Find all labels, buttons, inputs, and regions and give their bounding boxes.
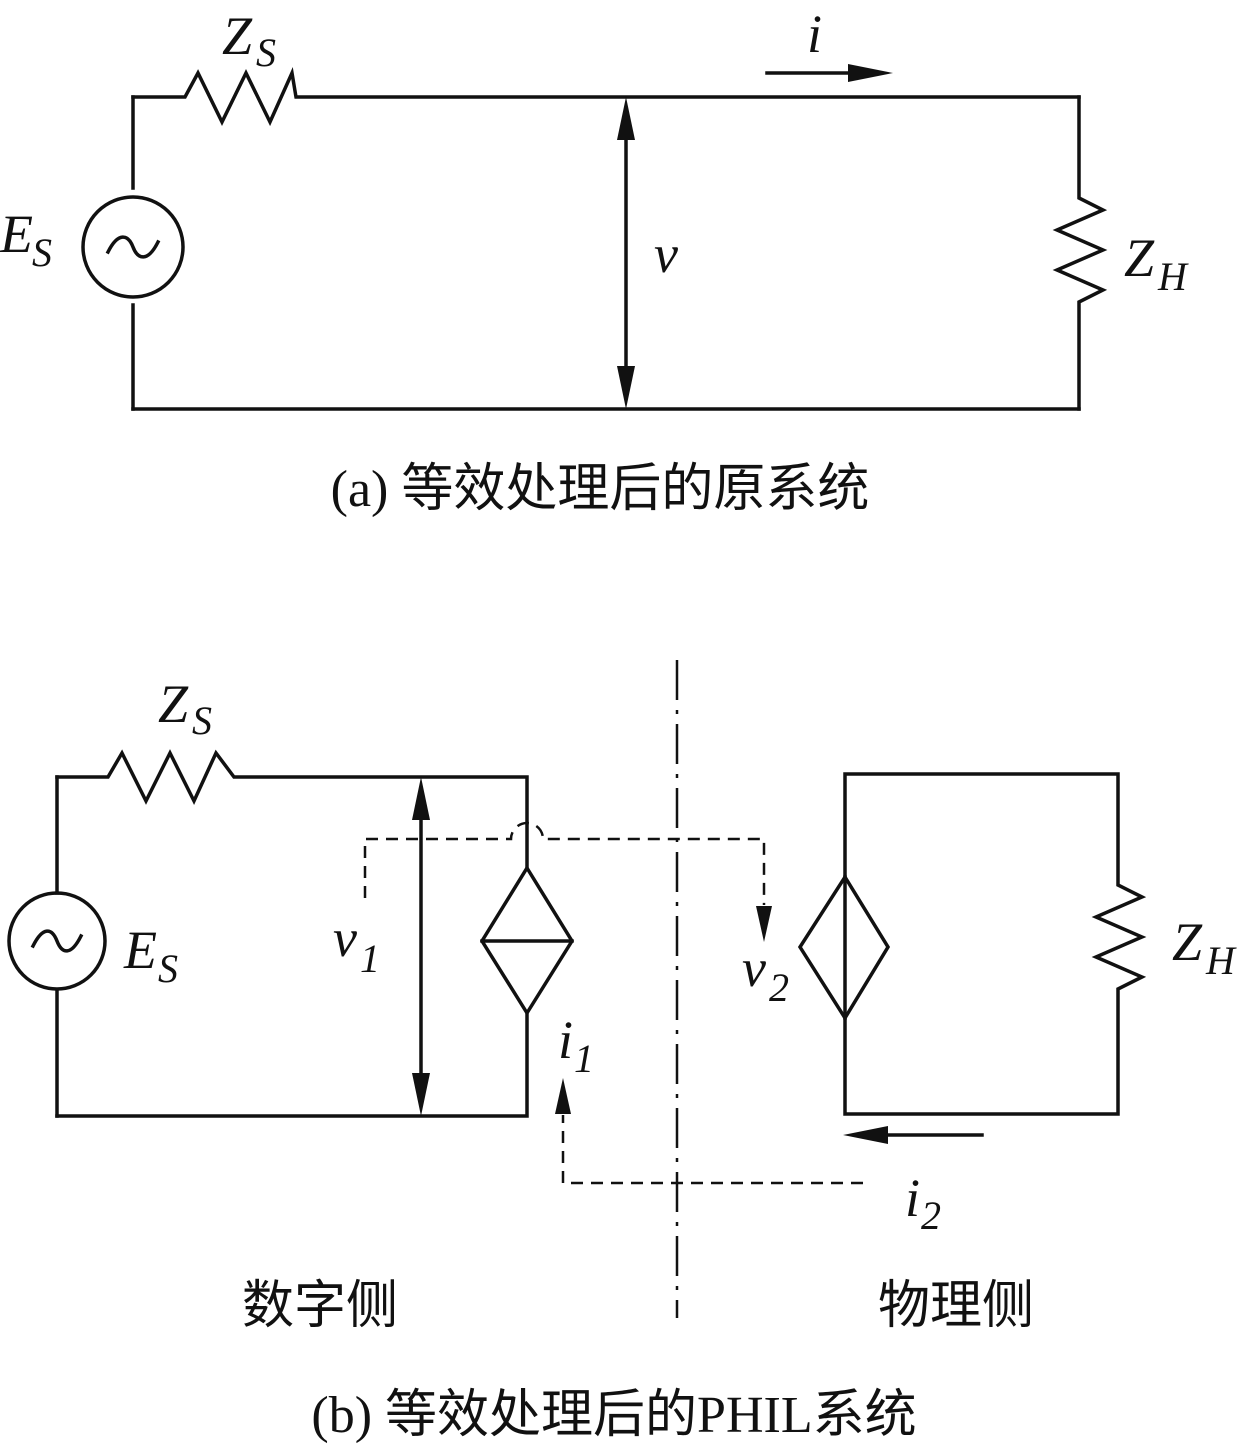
v1-arrowhead-bottom (412, 1073, 430, 1116)
wire-b-top (55, 749, 529, 870)
current-arrowhead-a (848, 64, 893, 82)
zs-label-b: Z (158, 674, 189, 734)
ac-source-a (81, 195, 185, 299)
v1-arrowhead-top (412, 777, 430, 820)
i2-label: i (905, 1168, 920, 1228)
ac-source-b (7, 891, 107, 991)
dependent-current-source-b1 (479, 864, 575, 1017)
es-sub-b: S (158, 946, 178, 991)
digital-side-label: 数字侧 (242, 1276, 398, 1336)
signal-path-i2-to-i1 (561, 1115, 863, 1185)
wire-b-phys (843, 772, 1147, 1116)
zh-label-a: Z (1124, 228, 1155, 288)
ac-tilde-a (105, 235, 161, 259)
zh-label-b: Z (1172, 912, 1203, 972)
signal-arrowhead-v2 (756, 906, 772, 942)
signal-arrowhead-i1 (555, 1078, 571, 1114)
es-sub-a: S (32, 230, 52, 275)
physical-side-label: 物理侧 (878, 1276, 1034, 1336)
caption-b: (b) 等效处理后的PHIL系统 (311, 1387, 916, 1444)
signal-path-v1-to-v2 (363, 821, 766, 905)
voltage-label-a: v (654, 224, 678, 284)
ac-tilde-b (30, 929, 84, 953)
zs-label-a: Z (222, 6, 253, 66)
zh-sub-a: H (1157, 254, 1189, 299)
i1-label: i (558, 1010, 573, 1070)
current-label-a: i (807, 4, 822, 64)
v2-label: v (742, 938, 766, 998)
es-label-a: E (0, 204, 33, 264)
v1-sub: 1 (360, 936, 380, 981)
wire-b-right-bottom (55, 1011, 529, 1118)
voltage-arrowhead-top-a (617, 97, 635, 140)
voltage-arrowhead-bottom-a (617, 366, 635, 409)
caption-a: (a) 等效处理后的原系统 (331, 461, 870, 518)
v2-sub: 2 (769, 965, 789, 1010)
wire-a-right (1052, 95, 1108, 411)
zh-sub-b: H (1205, 938, 1237, 983)
v1-label: v (333, 908, 357, 968)
panel-a-original-system: Z S E S v i Z H (a) 等效处理后的原系统 (0, 4, 1189, 518)
es-label-b: E (123, 920, 157, 980)
i1-sub: 1 (574, 1036, 594, 1081)
zs-sub-b: S (192, 698, 212, 743)
i2-arrowhead (843, 1126, 888, 1144)
panel-b-phil-system: Z S E S v 1 v 2 i 1 i 2 Z H 数字侧 物理侧 (b) … (7, 660, 1237, 1444)
i2-sub: 2 (921, 1193, 941, 1238)
wire-a-top (131, 67, 1081, 127)
zs-sub-a: S (256, 30, 276, 75)
